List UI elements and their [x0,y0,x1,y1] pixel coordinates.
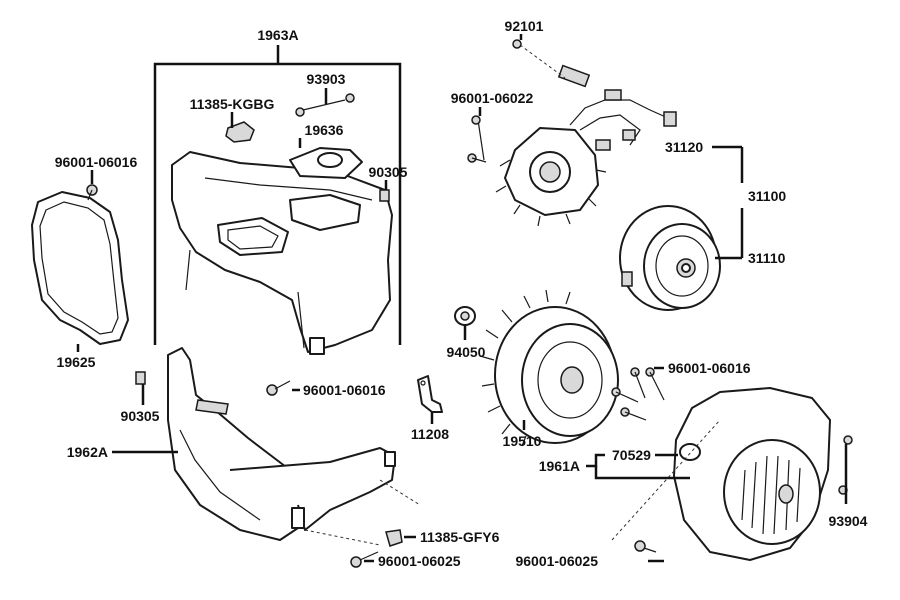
gasket-19625 [31,191,129,345]
bolt-96001-06016-left [86,184,98,201]
cover-grille [741,455,801,535]
label-96001-06016-center: 96001-06016 [303,382,386,398]
label-11385-GFY6: 11385-GFY6 [420,529,500,545]
label-11385-KGBG: 11385-KGBG [190,96,275,112]
group-box-1963A [153,45,402,345]
bolt-96001-06025-right [634,540,657,553]
label-1962A: 1962A [67,444,108,460]
clip-11385-KGBG [225,121,255,143]
label-19636: 19636 [305,122,344,138]
stator-31120 [495,64,677,227]
label-96001-06025-left: 96001-06025 [378,553,461,569]
label-90305-left: 90305 [121,408,160,424]
assembly-line-lower [379,479,421,506]
clip-90305-top [379,189,390,202]
bolt-96001-06016-center [266,380,291,396]
label-70529: 70529 [612,447,651,463]
lower-fan-shroud [167,347,396,541]
assembly-line-cover [611,419,721,541]
label-94050: 94050 [447,344,486,360]
part-labels: 1963A 93903 11385-KGBG 19636 90305 96001… [55,18,868,569]
upper-fan-shroud [171,151,393,355]
label-90305-top: 90305 [369,164,408,180]
label-1963A: 1963A [257,27,298,43]
bracket-11208 [417,375,443,413]
clip-11385-GFY6 [385,529,403,547]
label-93904: 93904 [829,513,868,529]
label-96001-06025-right: 96001-06025 [515,553,598,569]
leader-lines [76,107,690,563]
bolt-96001-06025-left [350,551,379,568]
screws-93904 [838,435,853,504]
assembly-line-lower-2 [304,529,381,546]
cover-plate-19636 [289,147,363,179]
leader-31100-bracket [712,145,744,260]
label-1961A: 1961A [539,458,580,474]
nut-94050 [454,306,476,326]
label-92101: 92101 [505,18,544,34]
label-31110: 31110 [748,250,786,266]
assembly-line-stator [519,44,566,79]
label-11208: 11208 [411,426,449,442]
label-31120: 31120 [665,139,703,155]
fan-cover-1961A [673,387,831,561]
screws-93903 [295,88,355,117]
label-96001-06016-right: 96001-06016 [668,360,751,376]
label-31100: 31100 [748,188,786,204]
label-96001-06016-left: 96001-06016 [55,154,138,170]
label-19510: 19510 [503,433,542,449]
clip-90305-left [135,371,146,385]
label-19625: 19625 [57,354,96,370]
cooling-fan-19510 [479,289,619,447]
bolts-96001-06016-right [611,367,665,421]
bolts-96001-06022 [467,115,487,163]
flywheel-31110 [619,205,721,311]
label-96001-06022: 96001-06022 [451,90,534,106]
label-93903: 93903 [307,71,346,87]
screw-92101 [512,39,522,49]
